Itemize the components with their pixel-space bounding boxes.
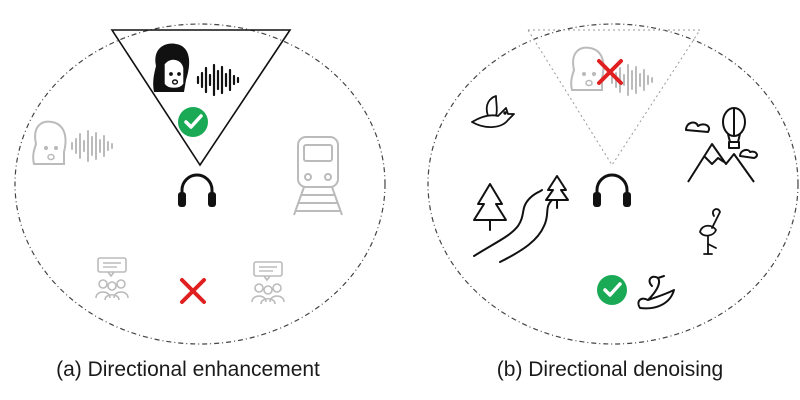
panel-b-focus-cone — [527, 29, 701, 166]
panel-a — [14, 23, 386, 345]
target-speaker-face-icon — [153, 43, 190, 92]
panel-a-headphones-icon — [176, 173, 218, 209]
panel-b — [427, 23, 799, 345]
ambient-flamingo-icon — [699, 208, 721, 255]
ambient-mountain-balloon-icon — [685, 107, 758, 183]
panel-b-headphones-icon — [591, 173, 633, 209]
target-check-icon — [176, 105, 210, 139]
ambient-swan-icon — [637, 275, 675, 310]
interferer-woman-speaking-icon — [32, 120, 67, 165]
panel-a-focus-cone — [110, 29, 292, 167]
interferer-train-icon — [293, 136, 343, 216]
target-speaker-waveform-icon — [196, 63, 240, 97]
interferer-cross-icon — [180, 278, 206, 304]
panel-a-caption: (a) Directional enhancement — [56, 358, 320, 381]
interferer-waveform-icon — [71, 130, 113, 162]
panel-b-caption: (b) Directional denoising — [496, 358, 724, 381]
ambient-forest-river-icon — [473, 175, 569, 263]
ambient-dove-icon — [471, 95, 515, 128]
interferer-crowd-chat-icon — [95, 257, 129, 301]
ambient-check-icon — [595, 273, 629, 307]
interferer-crowd-chat-icon — [251, 261, 285, 305]
panel-a-boundary — [14, 23, 386, 345]
panel-b-boundary — [427, 23, 799, 345]
